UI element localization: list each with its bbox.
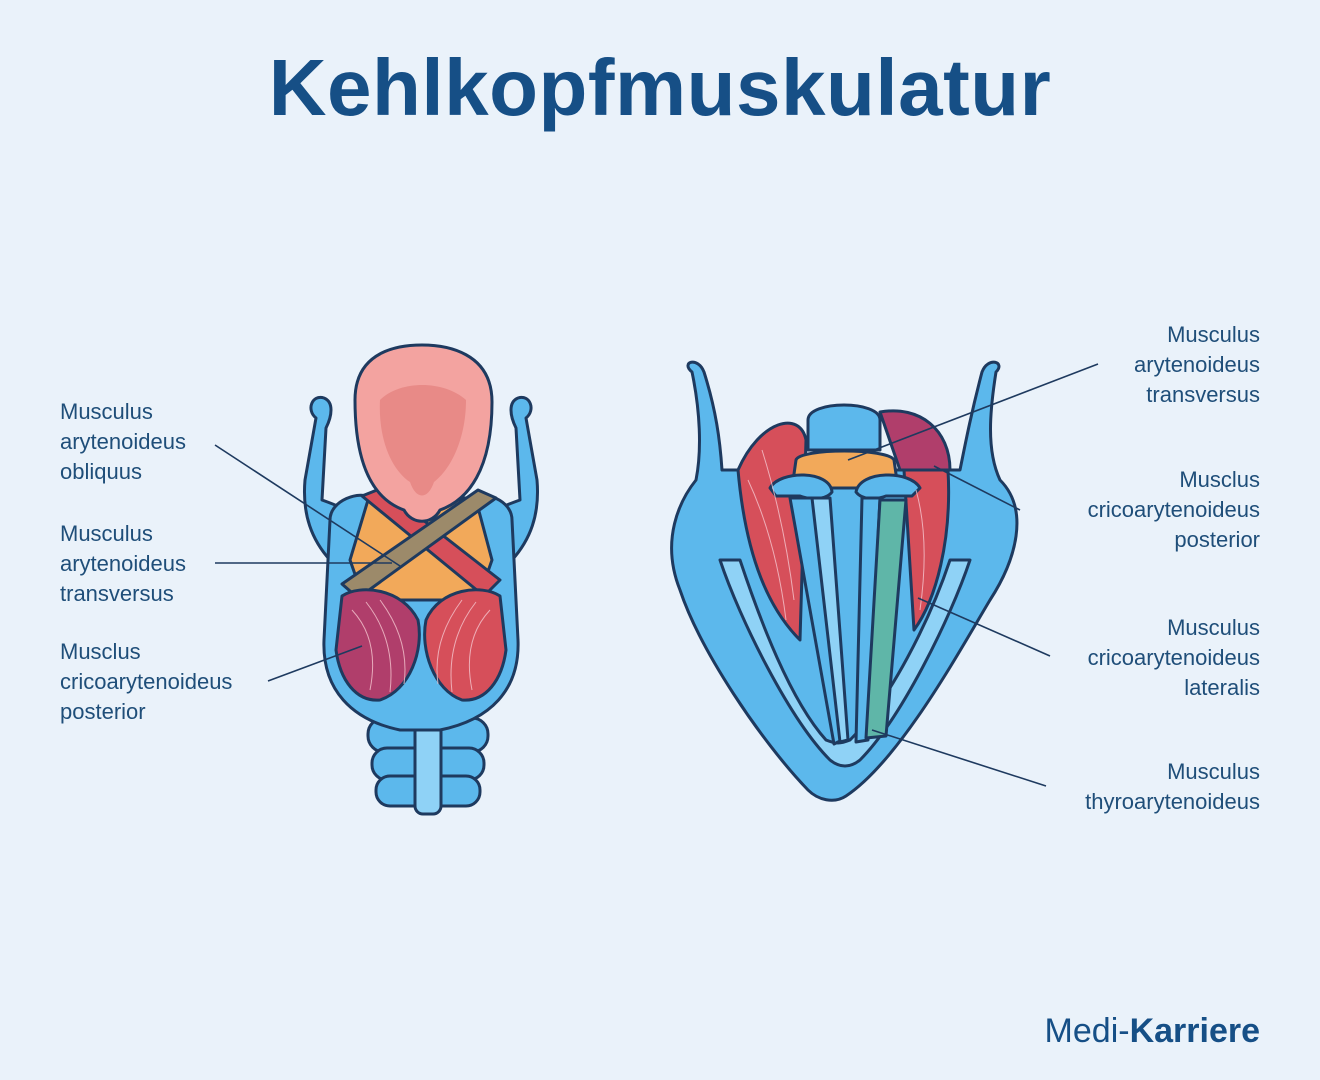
- label-thyroarytenoideus: Musculus thyroarytenoideus: [1085, 759, 1260, 814]
- brand-logo: Medi-Karriere: [1045, 1012, 1260, 1051]
- posterior-cricoarytenoid-left: [334, 588, 421, 702]
- larynx-posterior-view: [302, 343, 540, 816]
- cricoid-ring: [718, 558, 972, 768]
- thyroarytenoid-muscle: [864, 498, 908, 740]
- posterior-cricoarytenoid-right-superior: [878, 409, 952, 472]
- lateral-cricoarytenoid-right: [902, 468, 951, 632]
- label-cricoarytenoideus-lateralis: Musculus cricoarytenoideus lateralis: [1087, 615, 1260, 700]
- leader-lines: [214, 363, 1099, 787]
- label-cricoarytenoideus-posterior-left: Musclus cricoarytenoideus posterior: [60, 639, 233, 724]
- page-title: Kehlkopfmuskulatur: [268, 43, 1052, 132]
- arytenoid-right: [854, 473, 922, 501]
- arytenoid-left: [768, 473, 834, 501]
- label-cricoarytenoideus-posterior-right: Musclus cricoarytenoideus posterior: [1087, 467, 1260, 552]
- vocal-fold-mid: [810, 496, 850, 744]
- label-arytenoideus-transversus-left: Musculus arytenoideus transversus: [60, 521, 186, 606]
- trachea: [366, 716, 490, 816]
- epiglottis-inner: [379, 385, 466, 496]
- vocal-fold-right: [854, 496, 882, 744]
- label-arytenoideus-obliquus: Musculus arytenoideus obliquus: [60, 399, 186, 484]
- arytenoid-bar: [806, 403, 882, 452]
- posterior-cricoarytenoid-right: [423, 588, 508, 702]
- larynx-superior-view: [670, 360, 1019, 802]
- label-arytenoideus-transversus-right: Musculus arytenoideus transversus: [1134, 322, 1260, 407]
- brand-name: Karriere: [1129, 1012, 1260, 1050]
- brand-prefix: Medi-: [1044, 1012, 1130, 1050]
